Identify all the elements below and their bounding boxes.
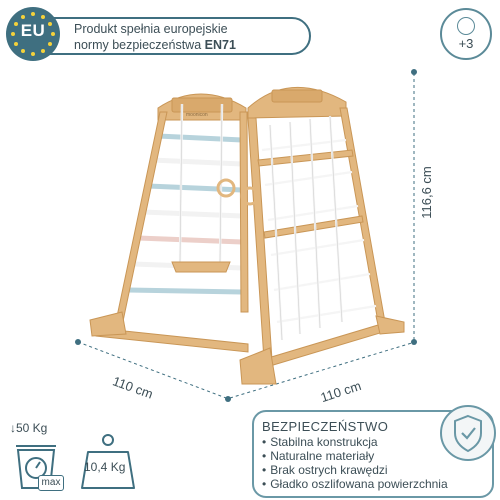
eu-badge-line1: Produkt spełnia europejskie <box>74 22 228 36</box>
kettlebell-icon <box>81 434 135 489</box>
max-tag: max <box>38 475 64 491</box>
eu-norm-code: EN71 <box>204 38 236 52</box>
eu-badge-line2-prefix: normy bezpieczeństwa <box>74 38 205 52</box>
wooden-frame <box>89 86 405 385</box>
eu-compliance-badge: EU Produkt spełnia europejskie normy bez… <box>6 7 311 61</box>
safety-item: Naturalne materiały <box>262 449 448 463</box>
eu-badge-pill <box>26 17 311 55</box>
shield-check-icon <box>440 405 496 461</box>
height-dimension: 116,6 cm <box>418 166 434 219</box>
eu-badge-line2: normy bezpieczeństwa EN71 <box>74 38 236 52</box>
child-face-icon <box>457 17 475 35</box>
safety-item: Gładko oszlifowana powierzchnia <box>262 477 447 491</box>
safety-item: Brak ostrych krawędzi <box>262 463 448 477</box>
eu-flag-icon: EU <box>6 7 60 61</box>
dimension-lines <box>77 73 416 399</box>
gymnastic-rings <box>216 178 260 206</box>
safety-list: Stabilna konstrukcja Naturalne materiały… <box>262 435 448 491</box>
max-load-label: ↓50 Kg <box>10 421 47 435</box>
engraving-text: moonicon <box>186 112 208 118</box>
safety-item: Stabilna konstrukcja <box>262 435 448 449</box>
safety-title: BEZPIECZEŃSTWO <box>262 419 389 434</box>
safety-features-box: BEZPIECZEŃSTWO Stabilna konstrukcja Natu… <box>252 410 494 498</box>
eu-code: EU <box>20 21 46 40</box>
down-arrow-icon: ↓ <box>10 421 16 435</box>
age-badge: +3 <box>440 8 492 60</box>
age-label: +3 <box>458 36 474 51</box>
max-load-value: 50 Kg <box>16 421 48 435</box>
product-weight: 10,4 Kg <box>84 460 126 474</box>
